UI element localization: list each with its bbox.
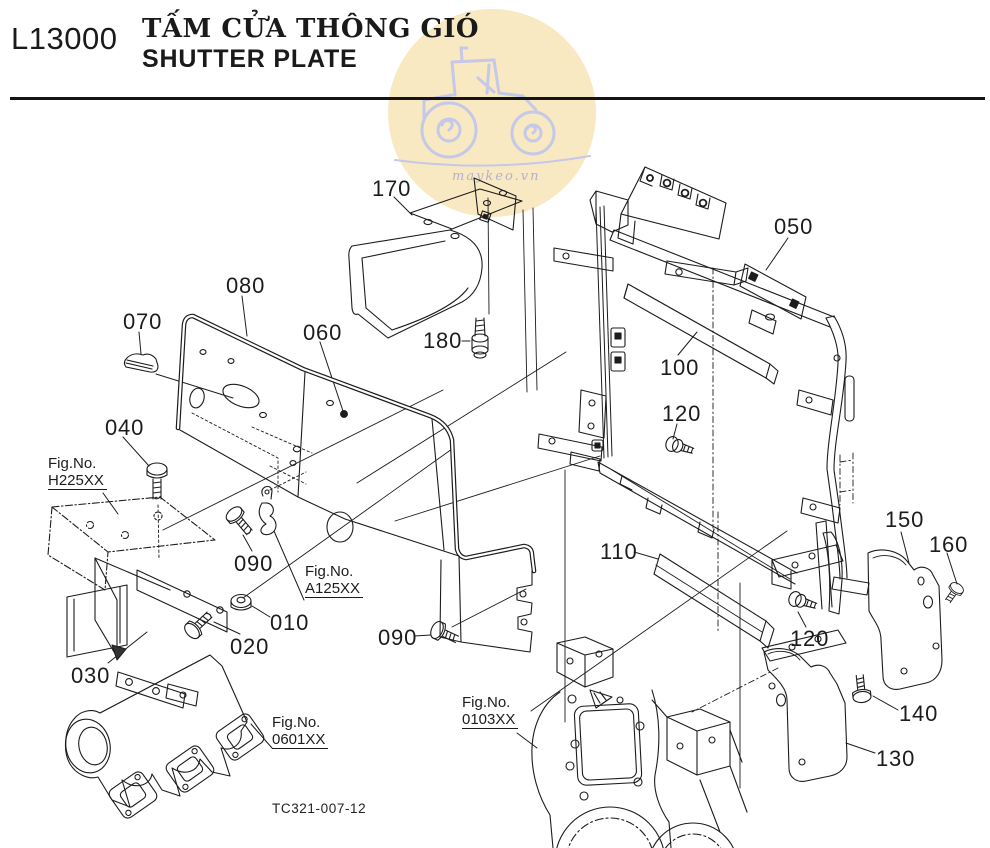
stud-120-lower [788, 591, 818, 609]
bracket-150 [867, 549, 943, 690]
clip-070 [123, 353, 159, 373]
fig-ref-code: 0601XX [272, 731, 329, 749]
part-callout-110-9: 110 [600, 539, 638, 564]
part-callout-170-0: 170 [372, 176, 412, 201]
fig-ref-label: Fig.No. [272, 714, 321, 731]
page-title-vietnamese: TẤM CỬA THÔNG GIÓ [142, 14, 480, 44]
part-callout-050-1: 050 [774, 214, 814, 239]
part-callout-060-4: 060 [303, 320, 343, 345]
bar-110 [653, 553, 775, 649]
plate-hidden-lines [157, 412, 313, 559]
page-title-english: SHUTTER PLATE [142, 45, 358, 73]
part-callout-120-7: 120 [662, 401, 702, 426]
fig-ref-0103XX: Fig.No.0103XX [462, 694, 519, 729]
part-callout-090-14: 090 [378, 625, 418, 650]
stud-120-upper [665, 436, 695, 454]
flywheel-housing [531, 636, 748, 848]
fig-ref-label: Fig.No. [462, 694, 511, 711]
bolt-180 [471, 317, 489, 359]
duct-part [348, 177, 523, 339]
bolt-160 [945, 582, 964, 604]
part-callout-120-16: 120 [790, 626, 830, 651]
fig-ref-A125XX: Fig.No.A125XX [305, 563, 364, 598]
bolt-090-left [225, 506, 253, 536]
part-callout-030-17: 030 [71, 663, 111, 688]
fig-ref-label: Fig.No. [48, 455, 97, 472]
part-callout-090-12: 090 [234, 551, 274, 576]
hidden-centerlines [691, 267, 854, 713]
part-callout-140-18: 140 [899, 701, 939, 726]
part-callout-150-10: 150 [885, 507, 925, 532]
callout-060-dot [340, 410, 348, 418]
fig-ref-0601XX: Fig.No.0601XX [272, 714, 329, 749]
part-callout-080-2: 080 [226, 273, 266, 298]
shroud-frame [537, 166, 870, 615]
part-callout-020-15: 020 [230, 634, 270, 659]
bolt-040 [146, 462, 168, 500]
part-callout-130-19: 130 [876, 746, 916, 771]
part-callout-040-8: 040 [105, 415, 145, 440]
bracket-030 [66, 557, 228, 709]
part-callout-010-13: 010 [270, 610, 310, 635]
drawing-number: TC321-007-12 [272, 801, 367, 816]
fig-ref-code: H225XX [48, 472, 107, 490]
header-divider [10, 97, 985, 100]
intake-manifold [65, 654, 265, 819]
part-callout-180-5: 180 [423, 328, 463, 353]
clamp-a125xx [258, 485, 277, 536]
watermark-text: maykeo.vn [452, 169, 540, 184]
nut-010 [230, 593, 252, 611]
fig-ref-label: Fig.No. [305, 563, 354, 580]
bracket-h225xx [47, 496, 216, 591]
model-code: L13000 [11, 21, 118, 56]
fig-ref-code: A125XX [305, 580, 364, 598]
leader-lines [102, 196, 958, 754]
bar-100 [623, 283, 779, 385]
fig-ref-H225XX: Fig.No.H225XX [48, 455, 107, 490]
bracket-130 [761, 629, 848, 782]
tractor-watermark-icon [394, 46, 591, 167]
bracket-h225xx-hole [153, 511, 163, 521]
part-callout-160-11: 160 [929, 532, 969, 557]
shutter-plate [175, 313, 537, 653]
bolt-140 [851, 674, 872, 704]
part-callout-100-6: 100 [660, 355, 700, 380]
fig-ref-code: 0103XX [462, 711, 519, 729]
bolt-090-center [430, 620, 459, 644]
part-callout-070-3: 070 [123, 309, 163, 334]
